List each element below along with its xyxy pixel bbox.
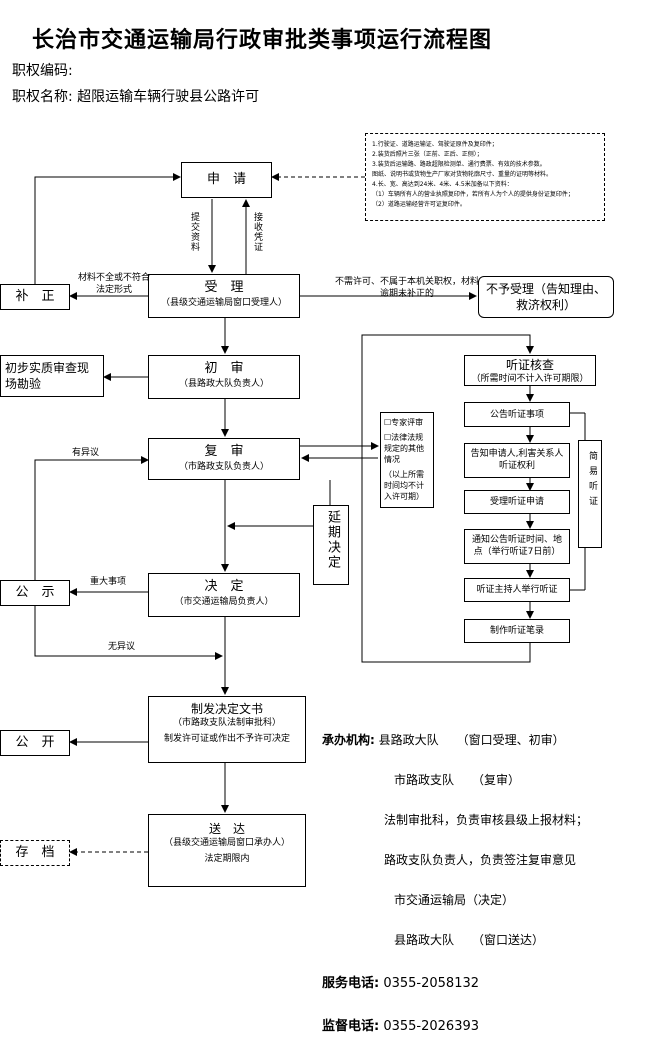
materials-list: 1.行驶证、道路运输证、驾驶证原件及复印件； 2.装货后照片三张（正前、正后、正…	[365, 133, 605, 221]
org-label: 承办机构:	[322, 733, 375, 747]
accept-sub: （县级交通运输局窗口受理人）	[160, 298, 287, 308]
archive-box: 存 档	[0, 840, 70, 866]
other-cases-item: ☐法律法规规定的其他情况	[384, 433, 424, 464]
material-item: （1）车辆所有人的营业执照复印件，若所有人为个人的提供身份证复印件；	[372, 191, 574, 198]
deliver-box: 送 达 （县级交通运输局窗口承办人） 法定期限内	[148, 814, 306, 887]
major-matter-label: 重大事项	[90, 577, 127, 587]
initial-title: 初 审	[204, 361, 244, 376]
delay-box: 延期决定	[313, 505, 349, 585]
authority-code-label: 职权编码:	[12, 63, 73, 79]
hearing-step: 听证主持人举行听证	[464, 578, 570, 602]
hearing-step: 制作听证笔录	[464, 619, 570, 643]
material-item: （2）道路运输经营许可证复印件。	[372, 201, 466, 208]
service-phone-label: 服务电话:	[322, 976, 380, 991]
org-line: 县路政大队 （窗口送达）	[394, 933, 545, 947]
material-item: 图纸、说明书或货物生产厂家对货物轮廓尺寸、重量的证明等材料。	[372, 171, 553, 178]
authority-name-value: 超限运输车辆行驶县公路许可	[77, 89, 260, 105]
authority-name-row: 职权名称: 超限运输车辆行驶县公路许可	[12, 86, 259, 106]
review-title: 复 审	[204, 444, 244, 459]
reject-box: 不予受理（告知理由、救济权利）	[478, 276, 614, 318]
org-line: 法制审批科，负责审核县级上报材料；	[384, 813, 589, 827]
accept-title: 受 理	[204, 280, 244, 295]
decision-box: 决 定 （市交通运输局负责人）	[148, 573, 300, 617]
hearing-step: 告知申请人,利害关系人听证权利	[464, 443, 570, 478]
org-line: 县路政大队 （窗口受理、初审）	[378, 733, 565, 747]
initial-sub: （县路政大队负责人）	[178, 379, 269, 389]
dispute-label: 有异议	[72, 448, 100, 458]
publicity-box: 公 示	[0, 580, 70, 606]
accept-box: 受 理 （县级交通运输局窗口受理人）	[148, 274, 300, 318]
hearing-title: 听证核查	[505, 358, 554, 372]
site-check-box: 初步实质审查现场勘验	[0, 355, 104, 397]
org-panel: 承办机构: 县路政大队 （窗口受理、初审） 市路政支队 （复审） 法制审批科，负…	[322, 710, 588, 1058]
issue-title: 制发决定文书	[190, 702, 263, 716]
simple-hearing-box: 简易听证	[578, 440, 602, 548]
supervise-phone-value: 0355-2026393	[383, 1019, 480, 1034]
submit-label: 提交资料	[189, 212, 199, 252]
no-permit-note: 不需许可、不属于本机关职权，材料逾期未补正的	[334, 277, 479, 299]
apply-box: 申 请	[181, 162, 272, 198]
org-line: 市路政支队 （复审）	[394, 773, 521, 787]
org-line: 路政支队负责人，负责签注复审意见	[384, 853, 577, 867]
decision-title: 决 定	[204, 579, 244, 594]
flow-connectors	[34, 173, 586, 856]
deliver-note: 法定期限内	[204, 854, 250, 864]
hearing-sub: （所需时间不计入许可期限）	[471, 374, 589, 384]
delay-label: 延期决定	[325, 510, 340, 570]
hearing-step: 通知公告听证时间、地点（举行听证7日前）	[464, 529, 570, 564]
receive-label: 接收凭证	[252, 212, 262, 252]
expert-review-item: ☐专家评审	[384, 418, 424, 427]
issue-note: 制发许可证或作出不予许可决定	[163, 734, 290, 744]
hearing-check-box: 听证核查 （所需时间不计入许可期限）	[464, 355, 596, 386]
publish-box: 公 开	[0, 730, 70, 756]
material-item: 2.装货后照片三张（正前、正后、正侧）；	[372, 151, 483, 158]
review-box: 复 审 （市路政支队负责人）	[148, 438, 300, 480]
org-line: 市交通运输局（决定）	[394, 893, 515, 907]
service-phone-value: 0355-2058132	[383, 976, 480, 991]
deliver-sub: （县级交通运输局窗口承办人）	[163, 838, 290, 848]
special-procedures-box: ☐专家评审 ☐法律法规规定的其他情况 （以上所需时间均不计入许可期）	[380, 412, 434, 508]
time-note: （以上所需时间均不计入许可期）	[384, 470, 424, 501]
issue-document-box: 制发决定文书 （市路政支队法制审批科） 制发许可证或作出不予许可决定	[148, 696, 306, 763]
review-sub: （市路政支队负责人）	[178, 462, 269, 472]
page-title: 长治市交通运输局行政审批类事项运行流程图	[32, 28, 493, 53]
authority-name-label: 职权名称:	[12, 89, 73, 105]
material-item: 1.行驶证、道路运输证、驾驶证原件及复印件；	[372, 141, 498, 148]
hearing-step: 受理听证申请	[464, 490, 570, 514]
incomplete-note: 材料不全或不符合法定形式	[77, 273, 150, 295]
deliver-title: 送 达	[208, 822, 245, 836]
no-dispute-label: 无异议	[108, 642, 136, 652]
hearing-step: 公告听证事项	[464, 402, 570, 427]
simple-hearing-label: 简易听证	[587, 451, 597, 511]
supervise-phone-label: 监督电话:	[322, 1019, 380, 1034]
initial-review-box: 初 审 （县路政大队负责人）	[148, 355, 300, 399]
material-item: 3.装货后运输路、路政超限检测单、通行费票、有效的技术参数。	[372, 161, 546, 168]
decision-sub: （市交通运输局负责人）	[174, 597, 274, 607]
supplement-box: 补 正	[0, 284, 70, 310]
material-item: 4.长、宽、高达到24米、4米、4.5米加备以下资料：	[372, 181, 513, 188]
issue-sub: （市路政支队法制审批科）	[172, 718, 281, 728]
